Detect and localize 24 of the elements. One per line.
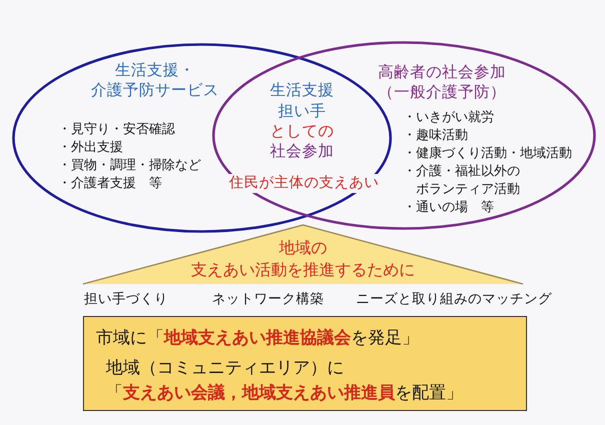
list-item: ・介護・福祉以外のボランティア活動	[403, 163, 521, 199]
action-panel	[83, 316, 527, 411]
list-item: ・健康づくり活動・地域活動	[403, 145, 572, 163]
list-item: ・買物・調理・掃除など	[58, 157, 201, 175]
banner-heading: 地域の支えあい活動を推進するために	[190, 237, 416, 281]
panel-text: 地域（コミュニティエリア）に「支えあい会議，地域支えあい推進員を配置」	[106, 357, 464, 405]
overlap-label: としての	[270, 121, 334, 141]
list-item: ・見守り・安否確認	[58, 121, 175, 139]
overlap-label: 担い手	[278, 101, 326, 121]
ellipse-heading: 生活支援・介護予防サービス	[90, 60, 220, 100]
overlap-label: 生活支援	[270, 80, 334, 100]
overlap-label: 社会参加	[270, 141, 334, 161]
pillar-label: ネットワーク構築	[212, 290, 324, 308]
pillar-label: 担い手づくり	[84, 290, 168, 308]
list-item: ・介護者支援 等	[58, 175, 162, 193]
panel-text: 市域に「地域支えあい推進協議会を発足」	[96, 327, 419, 350]
list-item: ・いきがい就労	[403, 109, 494, 127]
ellipse-heading: 高齢者の社会参加（一般介護予防）	[376, 62, 507, 102]
list-item: ・通いの場 等	[403, 199, 494, 217]
roof-triangle	[82, 224, 524, 284]
list-item: ・趣味活動	[403, 127, 468, 145]
pillar-label: ニーズと取り組みのマッチング	[356, 290, 552, 308]
venn-ellipse	[12, 43, 392, 233]
list-item: ・外出支援	[58, 139, 123, 157]
